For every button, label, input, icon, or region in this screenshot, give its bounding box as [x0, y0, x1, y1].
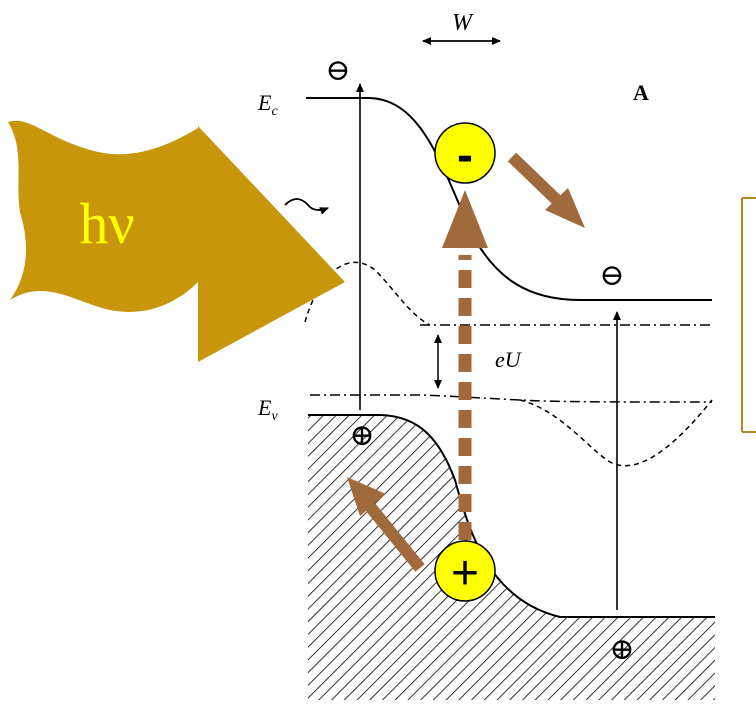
conduction-band-label: Ec: [257, 90, 278, 119]
panel-label: A: [633, 80, 649, 105]
photon-triangle: [198, 126, 345, 362]
dashed-potential-right: [519, 399, 713, 467]
electron-symbol-right: ⊖: [599, 259, 624, 292]
photon-squiggle-arrow: [284, 198, 329, 215]
right-bracket: [741, 197, 756, 433]
conduction-band-edge: [306, 97, 712, 301]
hole-symbol-left: ⊕: [349, 419, 374, 452]
electron-badge: [434, 122, 496, 184]
electron-symbol-top: ⊖: [325, 54, 350, 87]
valence-band-label: Ev: [257, 395, 278, 424]
hole-badge-sign: +: [451, 547, 479, 600]
brown-excitation-arrowhead: [442, 190, 488, 248]
fermi-level-left: [310, 394, 713, 403]
hole-drift-arrowhead: [347, 477, 386, 516]
electron-badge-sign: -: [457, 129, 473, 182]
valence-band-edge: [308, 414, 715, 618]
photon-label: hν: [79, 191, 134, 256]
hole-symbol-right: ⊕: [609, 633, 634, 666]
electron-drift-arrowhead: [545, 188, 585, 228]
valence-band-hatched-region: [308, 415, 715, 700]
photovoltage-label: eU: [495, 347, 523, 372]
hole-drift-shaft: [363, 500, 425, 572]
width-label: W: [452, 10, 474, 36]
photon-wave-shape: [8, 120, 198, 312]
hole-badge: [434, 540, 496, 602]
